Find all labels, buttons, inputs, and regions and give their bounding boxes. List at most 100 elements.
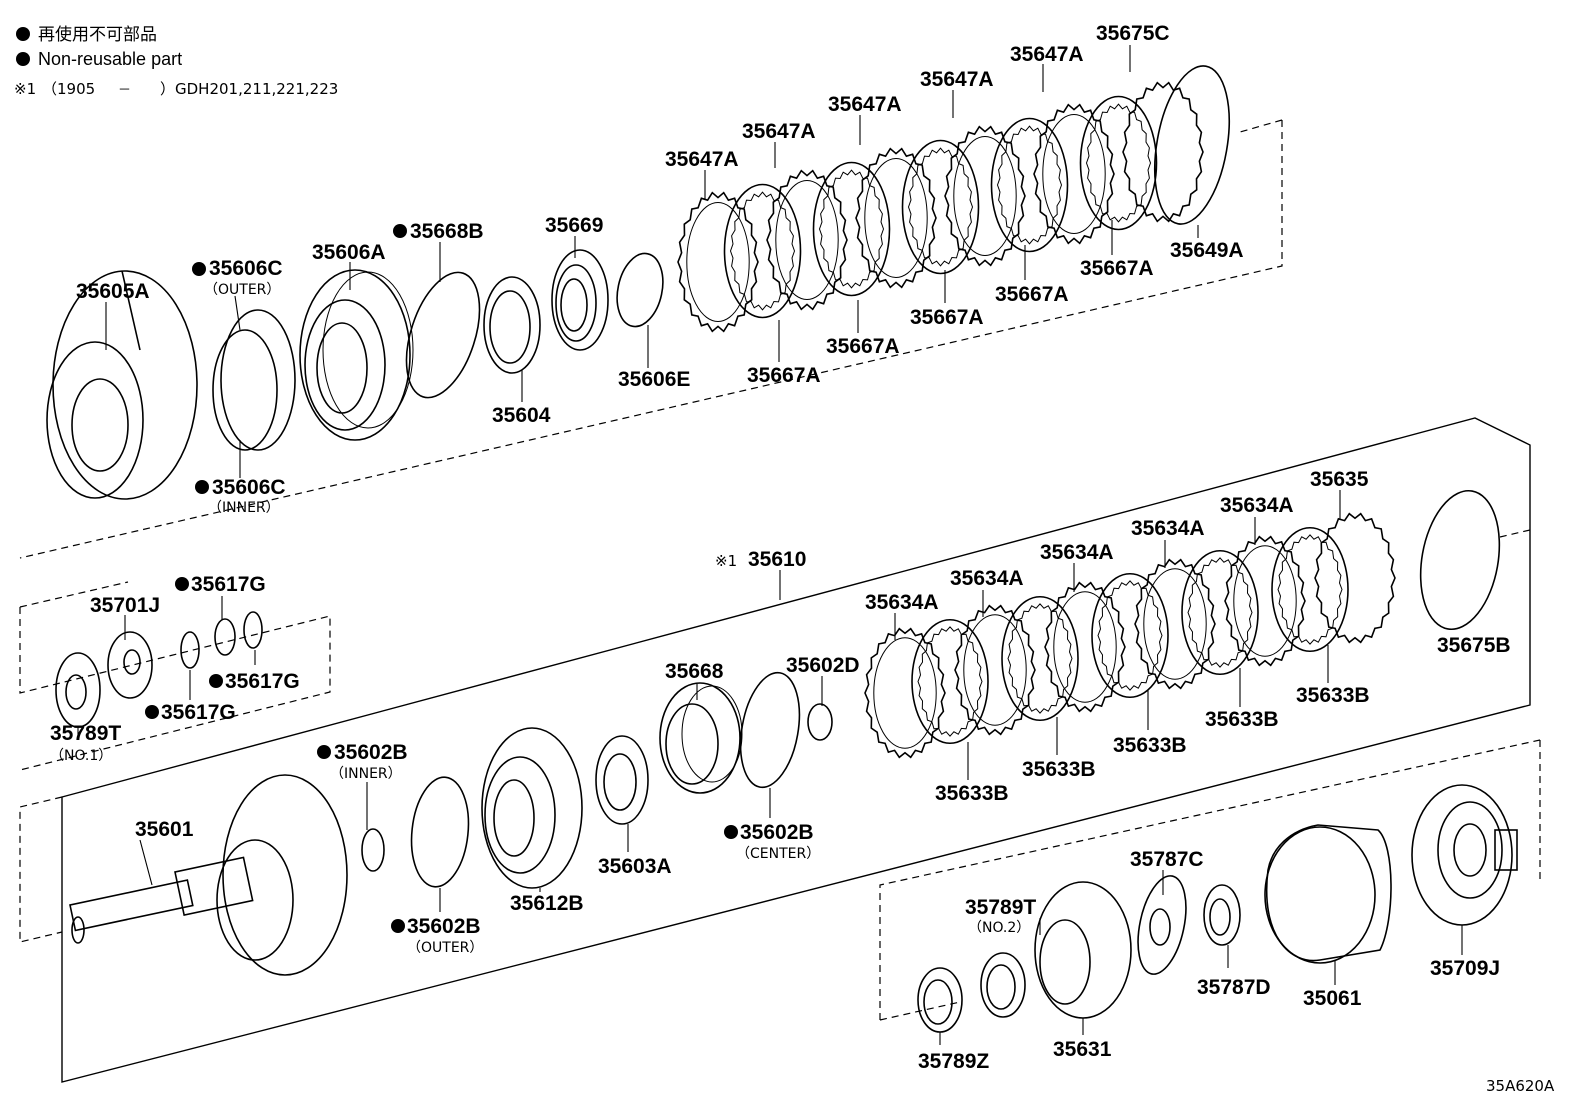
label-35647A-3[interactable]: 35647A xyxy=(828,93,902,116)
part-35789T-no2-bearing[interactable] xyxy=(980,952,1026,1018)
steel-plate[interactable] xyxy=(1224,535,1306,667)
part-35701J-thrust-plate[interactable] xyxy=(107,631,153,699)
label-35667A-2[interactable]: 35667A xyxy=(995,283,1069,306)
label-35668[interactable]: 35668 xyxy=(665,660,724,683)
part-35709J-drum[interactable] xyxy=(1411,784,1518,926)
center-clutch-pack[interactable] xyxy=(864,512,1396,759)
label-35789T-no2[interactable]: 35789T xyxy=(965,896,1036,919)
part-35787D-bearing[interactable] xyxy=(1203,884,1241,946)
steel-plate[interactable] xyxy=(766,169,848,311)
label-35602D[interactable]: 35602D xyxy=(786,654,860,677)
label-35709J[interactable]: 35709J xyxy=(1430,957,1500,980)
friction-disc[interactable] xyxy=(812,161,891,297)
part-35787C-thrust-washer[interactable] xyxy=(1130,872,1194,979)
label-35789Z[interactable]: 35789Z xyxy=(918,1050,989,1073)
label-35647A-1[interactable]: 35647A xyxy=(665,148,739,171)
label-35606C-inner[interactable]: 35606C xyxy=(212,476,286,499)
part-35602B-outer-ring[interactable] xyxy=(406,774,473,889)
steel-plate[interactable] xyxy=(677,191,759,333)
part-35649A-snap-ring[interactable] xyxy=(1144,60,1241,230)
label-35647A-2[interactable]: 35647A xyxy=(742,120,816,143)
part-35789T-no1-washer[interactable] xyxy=(55,652,101,728)
friction-disc[interactable] xyxy=(1079,95,1158,231)
friction-disc[interactable] xyxy=(911,618,989,745)
label-35604[interactable]: 35604 xyxy=(492,404,551,427)
steel-plate[interactable] xyxy=(855,147,937,289)
label-35601[interactable]: 35601 xyxy=(135,818,194,841)
part-35603A-bearing[interactable] xyxy=(595,735,649,825)
label-35634A-4[interactable]: 35634A xyxy=(1131,517,1205,540)
label-35647A-5[interactable]: 35647A xyxy=(1010,43,1084,66)
label-35606E[interactable]: 35606E xyxy=(618,368,690,391)
label-35612B[interactable]: 35612B xyxy=(510,892,584,915)
part-35602D-snap-ring[interactable] xyxy=(807,703,833,741)
label-35669[interactable]: 35669 xyxy=(545,214,603,237)
label-35602B-outer[interactable]: 35602B xyxy=(407,915,481,938)
label-35602B-inner[interactable]: 35602B xyxy=(334,741,408,764)
label-35603A[interactable]: 35603A xyxy=(598,855,672,878)
part-35675B-snap-ring[interactable] xyxy=(1410,484,1509,635)
label-35633B-1[interactable]: 35633B xyxy=(1296,684,1370,707)
part-35606E-snap-ring[interactable] xyxy=(611,249,669,331)
label-35634A-1[interactable]: 35634A xyxy=(865,591,939,614)
steel-plate[interactable] xyxy=(1134,558,1216,690)
part-35604-bearing[interactable] xyxy=(483,276,541,374)
label-35633B-4[interactable]: 35633B xyxy=(1022,758,1096,781)
label-35789T-no1[interactable]: 35789T xyxy=(50,722,121,745)
label-35667A-1[interactable]: 35667A xyxy=(1080,257,1154,280)
end-plate[interactable] xyxy=(1122,81,1204,223)
friction-disc[interactable] xyxy=(1271,526,1349,653)
part-35668B-o-ring[interactable] xyxy=(392,263,493,406)
label-35675B[interactable]: 35675B xyxy=(1437,634,1511,657)
part-35606A-piston[interactable] xyxy=(299,269,414,441)
label-35667A-5[interactable]: 35667A xyxy=(747,364,821,387)
label-35061[interactable]: 35061 xyxy=(1303,987,1362,1010)
label-35602B-center[interactable]: 35602B xyxy=(740,821,814,844)
part-35602B-inner-ring[interactable] xyxy=(361,828,385,872)
part-35789Z-bearing[interactable] xyxy=(917,967,963,1033)
friction-disc[interactable] xyxy=(990,117,1069,253)
label-35668B[interactable]: 35668B xyxy=(410,220,484,243)
label-35633B-3[interactable]: 35633B xyxy=(1113,734,1187,757)
label-35649A[interactable]: 35649A xyxy=(1170,239,1244,262)
label-35787C[interactable]: 35787C xyxy=(1130,848,1204,871)
part-35617G-seal-rings[interactable] xyxy=(180,611,263,669)
friction-disc[interactable] xyxy=(1181,549,1259,676)
label-35617G-2[interactable]: 35617G xyxy=(225,670,300,693)
part-35606C-washers[interactable] xyxy=(212,309,296,451)
part-35602B-center-ring[interactable] xyxy=(732,668,807,792)
part-35601-shaft[interactable] xyxy=(69,774,348,976)
label-35675C[interactable]: 35675C xyxy=(1096,22,1170,45)
upper-clutch-pack[interactable] xyxy=(677,81,1204,333)
label-35787D[interactable]: 35787D xyxy=(1197,976,1271,999)
end-plate[interactable] xyxy=(1314,512,1396,644)
label-35647A-4[interactable]: 35647A xyxy=(920,68,994,91)
part-35605A-drum[interactable] xyxy=(46,270,198,500)
label-35635[interactable]: 35635 xyxy=(1310,468,1369,491)
friction-disc[interactable] xyxy=(1091,572,1169,699)
label-35667A-3[interactable]: 35667A xyxy=(910,306,984,329)
steel-plate[interactable] xyxy=(864,627,946,759)
label-35633B-2[interactable]: 35633B xyxy=(1205,708,1279,731)
label-35667A-4[interactable]: 35667A xyxy=(826,335,900,358)
label-35633B-5[interactable]: 35633B xyxy=(935,782,1009,805)
label-35631[interactable]: 35631 xyxy=(1053,1038,1112,1061)
label-35610[interactable]: 35610 xyxy=(748,548,806,571)
part-35061-drum[interactable] xyxy=(1264,824,1392,964)
label-35605A[interactable]: 35605A xyxy=(76,280,150,303)
label-35606C-outer[interactable]: 35606C xyxy=(209,257,283,280)
steel-plate[interactable] xyxy=(944,125,1026,267)
label-35701J[interactable]: 35701J xyxy=(90,594,160,617)
friction-disc[interactable] xyxy=(901,139,980,275)
label-35634A-5[interactable]: 35634A xyxy=(1220,494,1294,517)
friction-disc[interactable] xyxy=(723,183,802,319)
friction-disc[interactable] xyxy=(1001,595,1079,722)
part-35612B-piston[interactable] xyxy=(481,727,583,889)
steel-plate[interactable] xyxy=(954,604,1036,736)
part-35631-sun-gear[interactable] xyxy=(1034,881,1132,1019)
label-35617G-3[interactable]: 35617G xyxy=(161,701,236,724)
label-35634A-2[interactable]: 35634A xyxy=(950,567,1024,590)
label-35606A[interactable]: 35606A xyxy=(312,241,386,264)
steel-plate[interactable] xyxy=(1044,581,1126,713)
label-35617G-1[interactable]: 35617G xyxy=(191,573,266,596)
